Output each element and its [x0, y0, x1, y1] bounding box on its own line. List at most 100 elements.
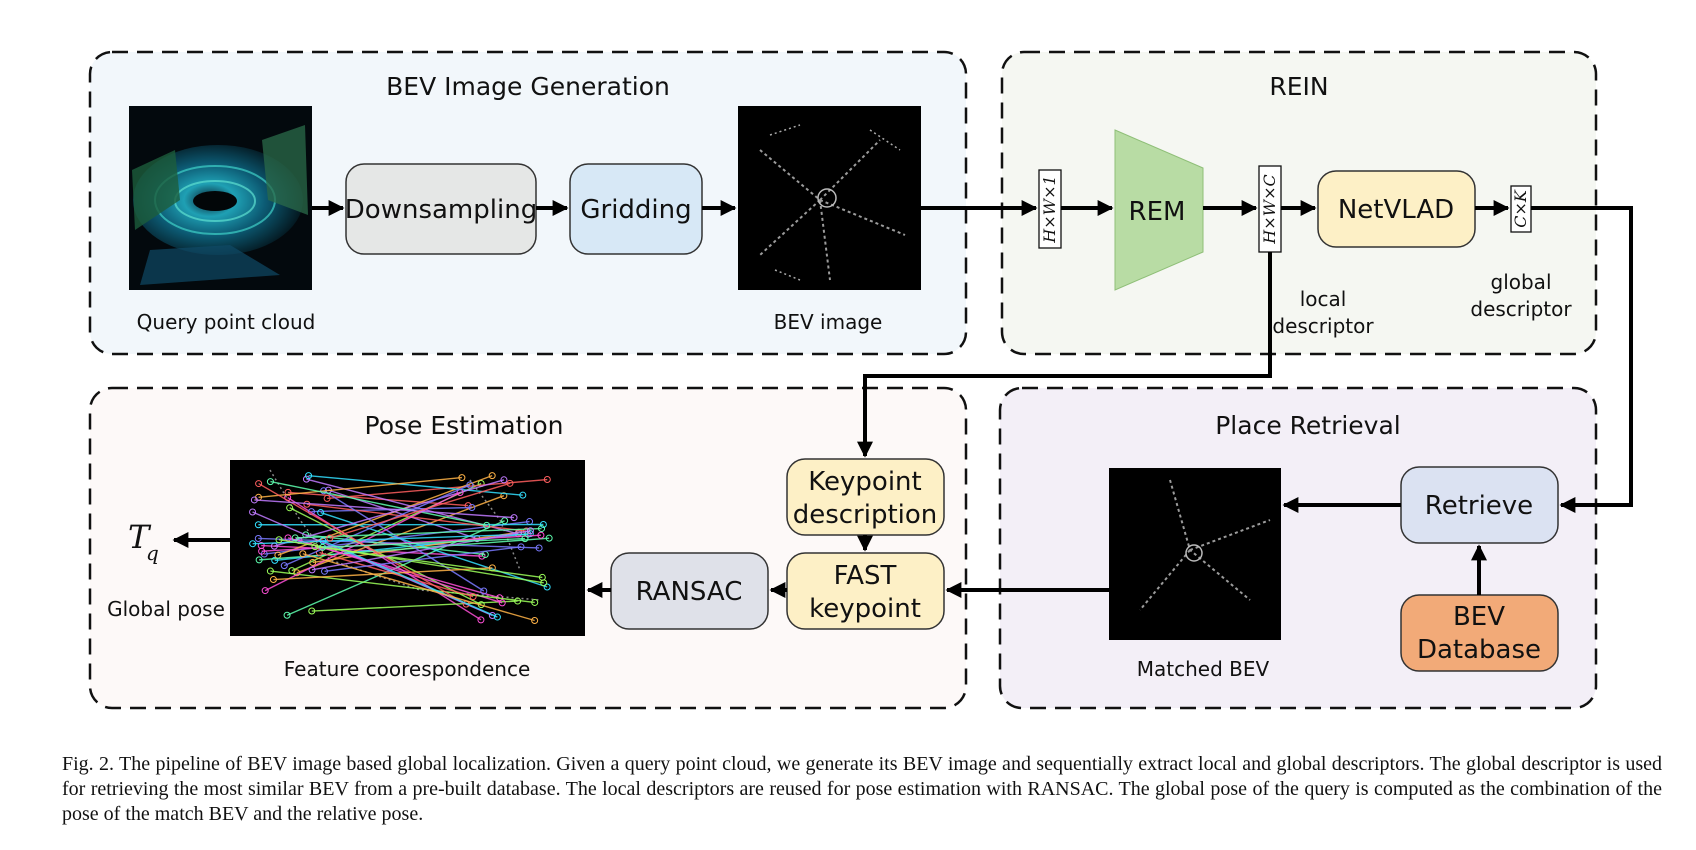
- keypoint-marker: [283, 611, 291, 619]
- label-global-descriptor-1: global: [1491, 270, 1552, 294]
- keypoint-marker: [266, 478, 274, 486]
- keypoint-marker: [284, 488, 292, 496]
- correspondence-line: [273, 567, 493, 581]
- netvlad-label: NetVLAD: [1338, 195, 1454, 225]
- retrieve-label: Retrieve: [1425, 491, 1533, 521]
- keypoint-marker: [526, 527, 534, 535]
- keypoint-marker: [254, 534, 262, 542]
- fast-keypoint-line-1: FAST: [834, 561, 897, 591]
- keypoint-marker: [255, 480, 263, 488]
- keypoint-marker: [319, 543, 327, 551]
- tensor-input: H×W×1: [1038, 169, 1062, 249]
- keypoint-marker: [498, 599, 506, 607]
- keypoint-marker: [317, 509, 325, 517]
- keypoint-marker: [308, 566, 316, 574]
- label-query-point-cloud: Query point cloud: [137, 310, 316, 334]
- keypoint-marker: [468, 504, 476, 512]
- keypoint-marker: [501, 517, 509, 525]
- keypoint-marker: [466, 481, 474, 489]
- svg-text:H×W×C: H×W×C: [1260, 174, 1279, 244]
- keypoint-marker: [255, 556, 263, 564]
- keypoint-marker: [291, 534, 299, 542]
- correspondence-lines: [249, 472, 553, 624]
- keypoint-marker: [249, 540, 257, 548]
- keypoint-marker: [309, 558, 317, 566]
- correspondence-line: [324, 546, 522, 572]
- correspondence-line: [319, 551, 474, 598]
- keypoint-marker: [280, 562, 288, 570]
- matched-bev-image: [1109, 468, 1281, 640]
- keypoint-marker: [521, 535, 529, 543]
- keypoint-marker: [539, 521, 547, 529]
- correspondence-line: [322, 540, 498, 618]
- label-bev-image: BEV image: [774, 310, 883, 334]
- correspondence-line: [258, 482, 467, 605]
- tensor-local: H×W×C: [1258, 165, 1282, 253]
- keypoint-marker: [305, 472, 313, 480]
- gridding-label: Gridding: [580, 195, 691, 225]
- keypoint-marker: [543, 583, 551, 591]
- correspondence-line: [314, 545, 543, 579]
- keypoint-marker: [493, 613, 501, 621]
- correspondence-line: [327, 478, 548, 500]
- keypoint-marker: [250, 496, 258, 504]
- fast-keypoint-line-2: keypoint: [809, 594, 921, 624]
- keypoint-marker: [506, 479, 514, 487]
- label-local-descriptor-2: descriptor: [1272, 314, 1374, 338]
- pose-subscript: q: [146, 541, 159, 565]
- keypoint-marker: [543, 476, 551, 484]
- bev-database-line-1: BEV: [1453, 602, 1505, 632]
- label-feature-correspondence: Feature coorespondence: [284, 657, 531, 681]
- keypoint-marker: [478, 552, 486, 560]
- keypoint-marker: [269, 576, 277, 584]
- bev-image: [738, 106, 921, 290]
- keypoint-marker: [483, 521, 491, 529]
- correspondence-line: [261, 534, 541, 552]
- label-local-descriptor-1: local: [1300, 287, 1347, 311]
- label-global-pose: Global pose: [107, 597, 225, 621]
- query-point-cloud-image: [129, 106, 312, 290]
- correspondence-line: [252, 511, 493, 617]
- keypoint-marker: [286, 504, 294, 512]
- keypoint-marker: [488, 472, 496, 480]
- keypoint-marker: [311, 543, 319, 551]
- pipeline-diagram: BEV Image Generation REIN Pose Estimatio…: [88, 50, 1633, 710]
- ransac-label: RANSAC: [636, 577, 743, 607]
- keypoint-description-line-1: Keypoint: [808, 467, 921, 497]
- keypoint-marker: [266, 567, 274, 575]
- keypoint-marker: [480, 587, 488, 595]
- keypoint-marker: [538, 573, 546, 581]
- correspondence-line: [311, 530, 531, 571]
- correspondence-line: [270, 570, 535, 604]
- rem-block: [1114, 129, 1204, 291]
- keypoint-marker: [258, 547, 266, 555]
- panel-title-retrieval: Place Retrieval: [1215, 411, 1401, 440]
- keypoint-marker: [510, 514, 518, 522]
- keypoint-marker: [519, 491, 527, 499]
- keypoint-description-line-2: description: [793, 500, 938, 530]
- keypoint-marker: [531, 598, 539, 606]
- pose-symbol: T: [128, 518, 152, 556]
- keypoint-marker: [326, 534, 334, 542]
- panel-title-pose: Pose Estimation: [365, 411, 564, 440]
- svg-text:H×W×1: H×W×1: [1040, 175, 1059, 243]
- correspondence-line: [298, 539, 503, 604]
- keypoint-marker: [464, 502, 472, 510]
- flow-arrows: [172, 200, 1633, 598]
- keypoint-marker: [458, 474, 466, 482]
- correspondence-line: [258, 476, 462, 498]
- arrow-local-to-keypoint: [857, 252, 1272, 458]
- panel-rein: [1000, 50, 1598, 356]
- correspondence-line: [329, 482, 511, 539]
- keypoint-marker: [469, 593, 477, 601]
- keypoint-marker: [545, 534, 553, 542]
- feature-correspondence-image: [230, 460, 585, 636]
- correspondence-line: [254, 499, 515, 519]
- correspondence-line: [287, 496, 482, 621]
- keypoint-marker: [517, 543, 525, 551]
- keypoint-marker: [261, 587, 269, 595]
- keypoint-marker: [500, 492, 508, 500]
- keypoint-marker: [535, 544, 543, 552]
- keypoint-marker: [500, 476, 508, 484]
- correspondence-line: [252, 533, 529, 545]
